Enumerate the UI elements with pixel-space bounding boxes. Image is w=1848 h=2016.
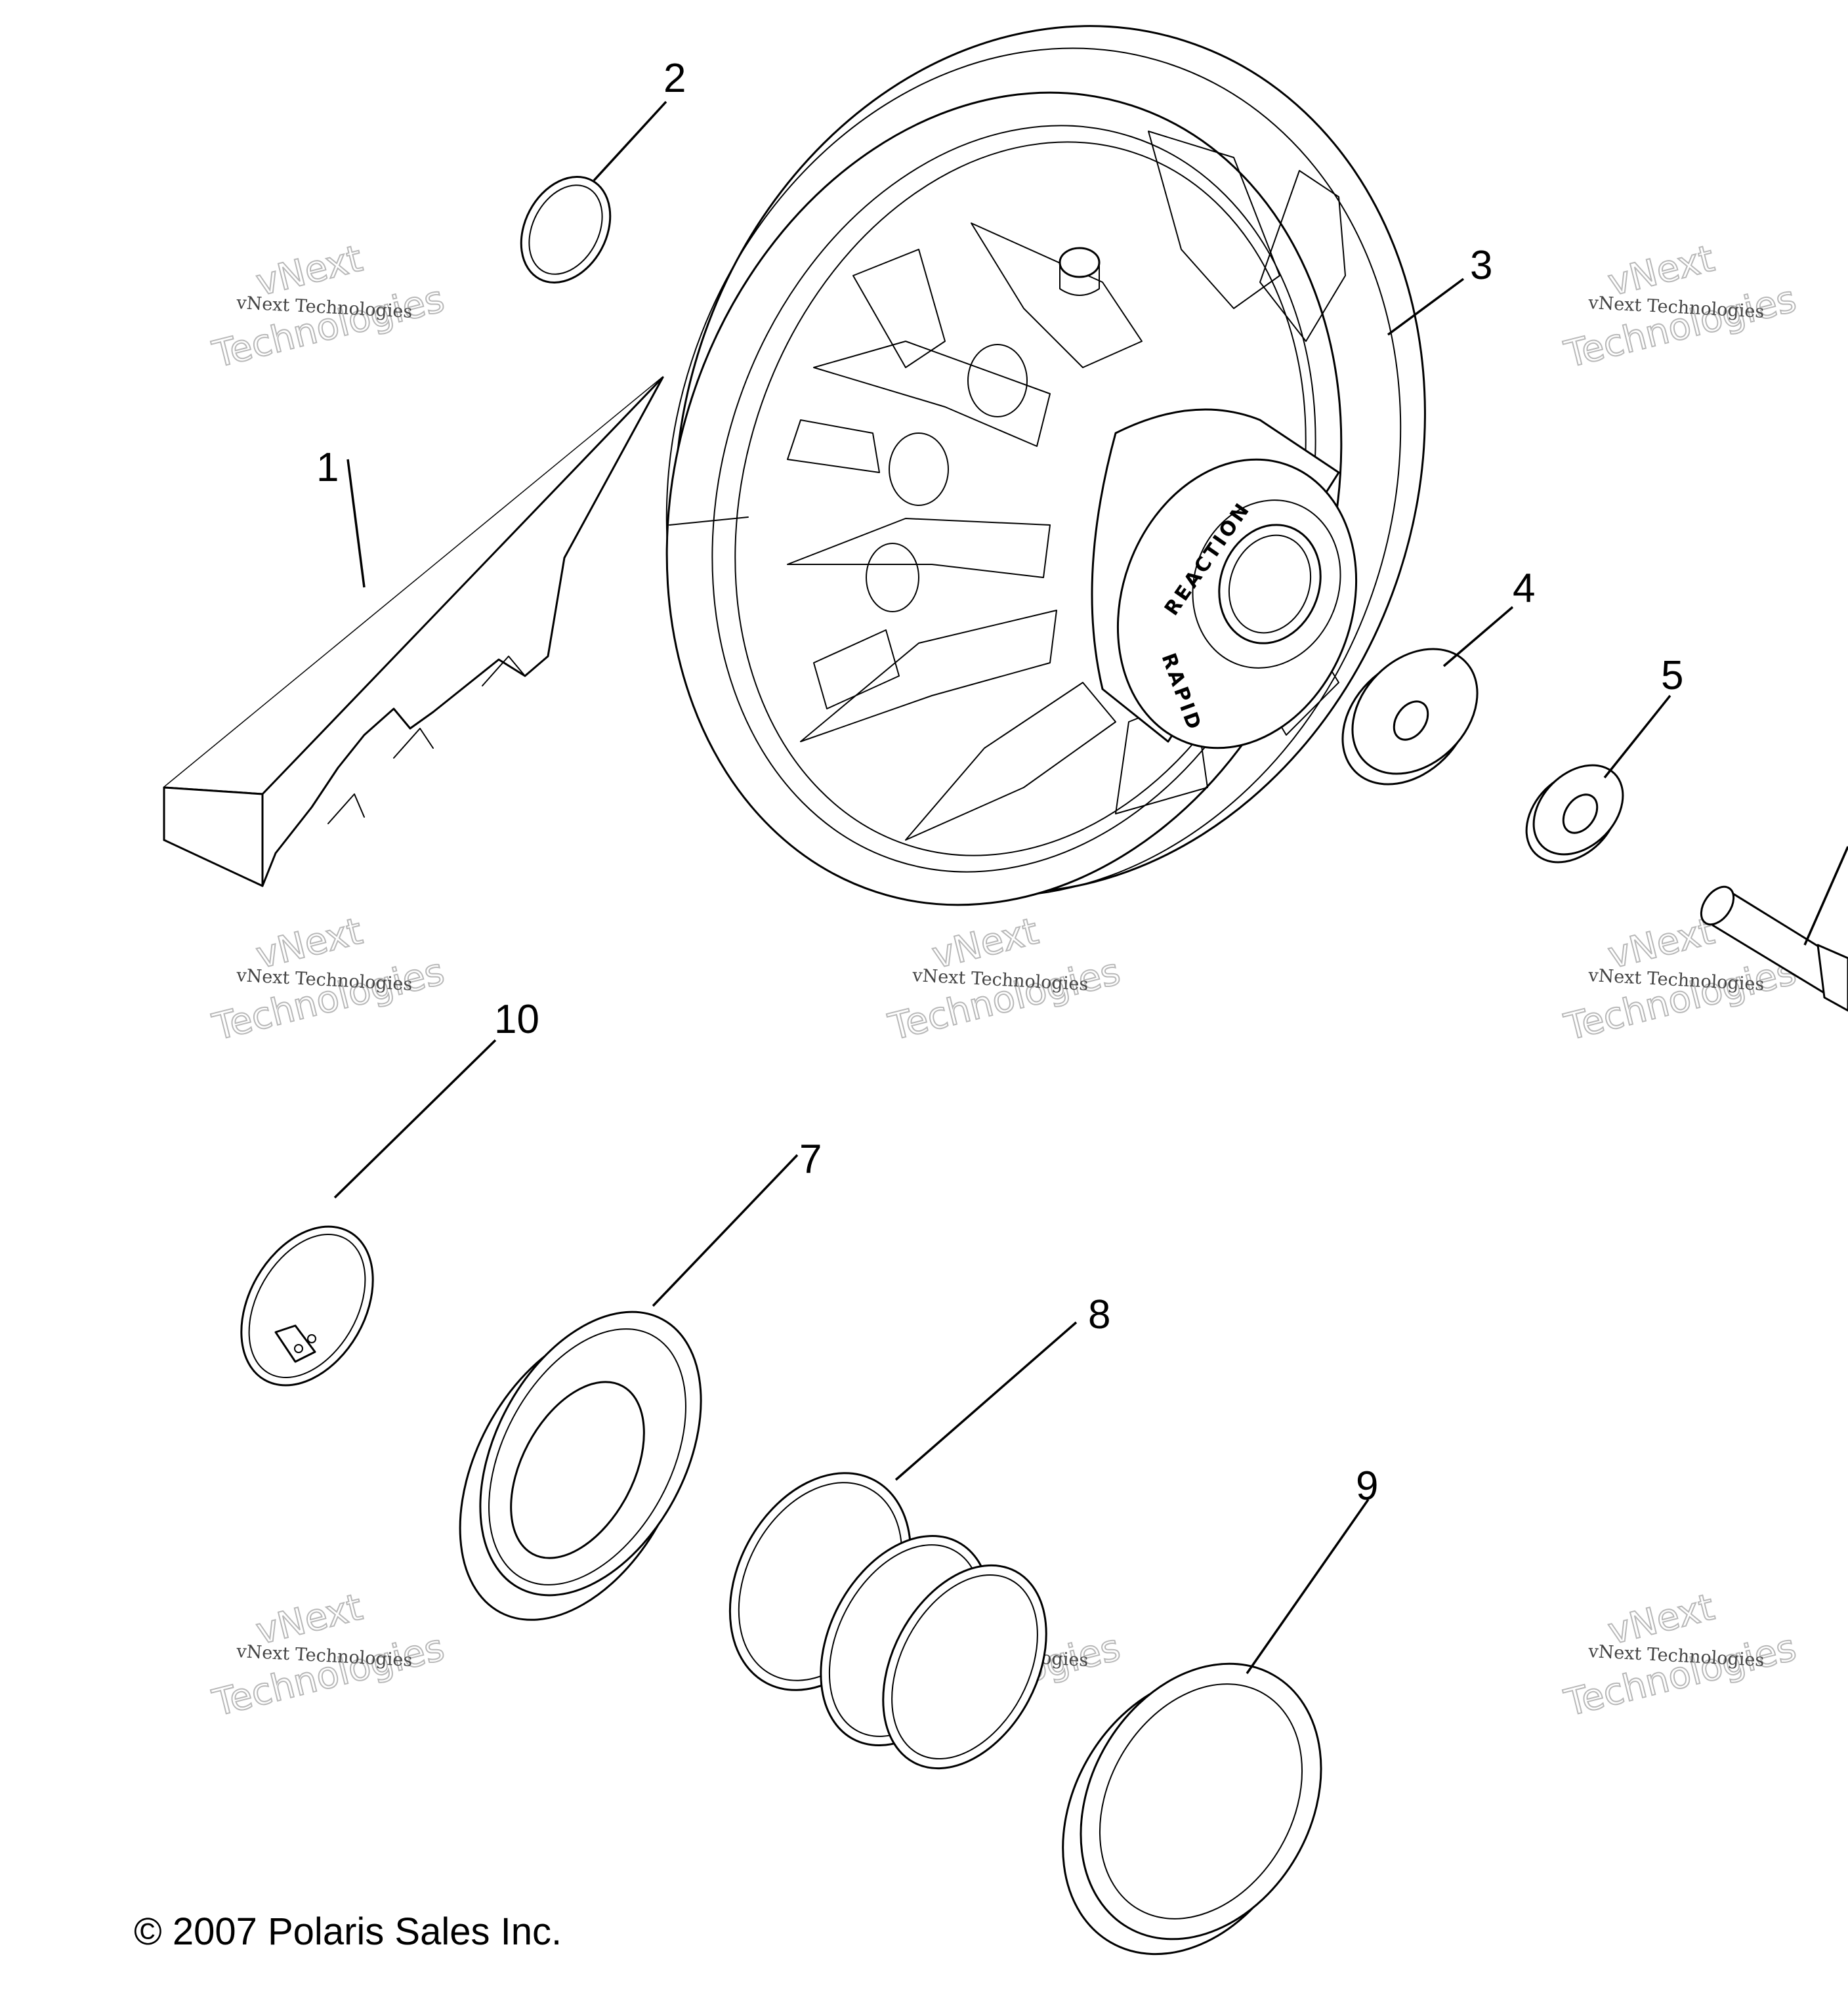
- callout-2: 2: [663, 56, 686, 101]
- driven-clutch-sheave-part: REACTION RAPID: [665, 25, 1426, 906]
- leader-5: [1603, 694, 1671, 779]
- leader-6-partial: [1803, 846, 1848, 946]
- spring-part: [728, 1472, 1047, 1770]
- leader-3: [1387, 278, 1465, 336]
- spring-cup-part: [459, 1311, 702, 1621]
- bushing-ring-part: [1062, 1662, 1322, 1956]
- callout-8: 8: [1088, 1292, 1110, 1337]
- leader-1: [346, 459, 366, 588]
- o-ring-part: [520, 176, 612, 284]
- callout-4: 4: [1513, 566, 1535, 611]
- callout-numbers: 1 2 3 4 5 7 8 9 10: [316, 56, 1683, 1509]
- drive-belt-part: [163, 376, 664, 887]
- leader-8: [894, 1321, 1078, 1481]
- washer-large-part: [1341, 648, 1479, 786]
- copyright-text: © 2007 Polaris Sales Inc.: [134, 1910, 562, 1953]
- leader-10: [333, 1039, 497, 1199]
- callout-3: 3: [1470, 243, 1492, 288]
- washer-small-part: [1525, 764, 1624, 864]
- callout-10: 10: [494, 997, 539, 1042]
- sheave-fins: [787, 131, 1346, 841]
- leader-9: [1246, 1498, 1370, 1675]
- callout-5: 5: [1661, 653, 1683, 698]
- snap-ring-part: [240, 1225, 374, 1387]
- leader-2: [593, 100, 667, 182]
- callout-9: 9: [1356, 1463, 1378, 1509]
- leader-4: [1442, 606, 1514, 667]
- callout-7: 7: [799, 1137, 822, 1182]
- leader-7: [652, 1154, 799, 1307]
- callout-1: 1: [316, 445, 339, 490]
- leader-lines: [333, 100, 1848, 1675]
